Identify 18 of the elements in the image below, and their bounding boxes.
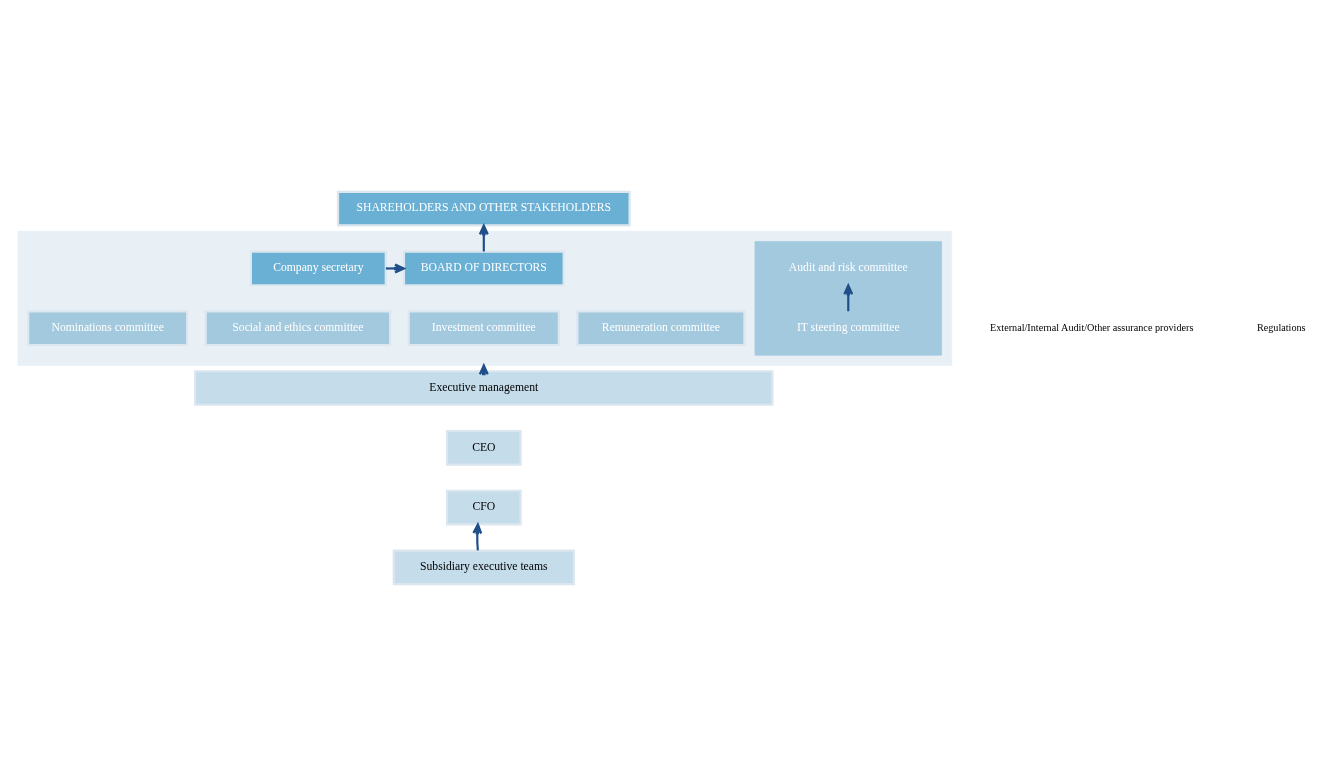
- node-box: Social and ethics committee: [204, 309, 392, 346]
- cluster: [754, 240, 942, 356]
- node-box: Remuneration committee: [576, 309, 746, 346]
- node-text: Audit and risk committee: [788, 260, 908, 274]
- node-box: Investment committee: [407, 309, 560, 346]
- node-box: BOARD OF DIRECTORS: [402, 250, 565, 286]
- node-box: Company secretary: [249, 250, 387, 286]
- node-box: CFO: [445, 489, 522, 525]
- arrow: [478, 363, 489, 375]
- node-box: CEO: [445, 429, 522, 466]
- node-text: IT steering committee: [796, 320, 900, 334]
- node-box: SHAREHOLDERS AND OTHER STAKEHOLDERS: [336, 190, 631, 227]
- arrow: [385, 262, 405, 273]
- node-box: Subsidiary executive teams: [392, 548, 575, 585]
- label: Regulations: [1256, 321, 1306, 333]
- arrow: [472, 522, 483, 550]
- label: External/Internal Audit/Other assurance providers: [990, 321, 1194, 333]
- node-box: Nominations committee: [27, 309, 189, 346]
